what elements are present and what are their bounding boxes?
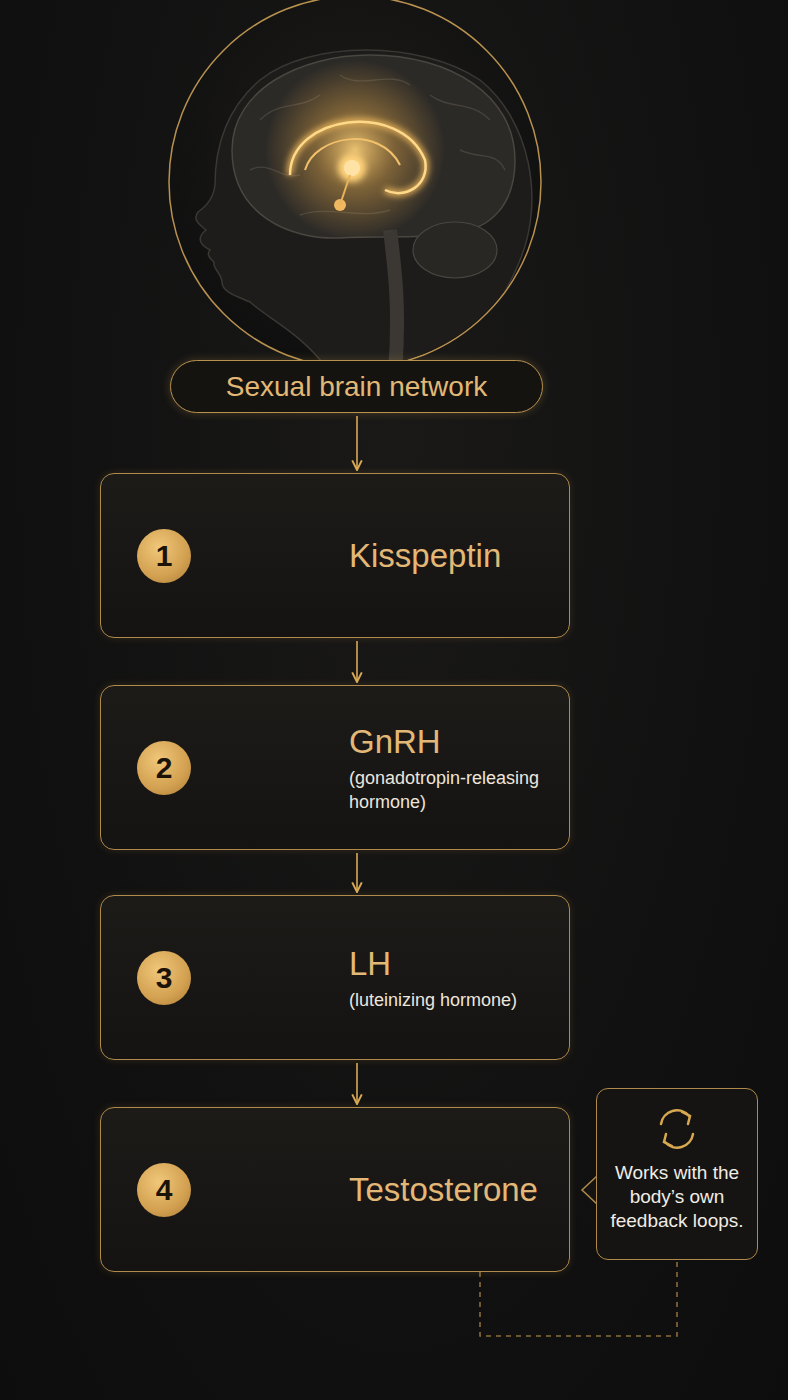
- process-box: 2 GnRH(gonadotropin-releasing hormone): [100, 685, 570, 850]
- process-box: 3 LH (luteinizing hormone): [100, 895, 570, 1060]
- hormone-full-name: (gonadotropin-releasing hormone): [349, 766, 555, 814]
- step-number: 2: [137, 741, 191, 795]
- hormone-name: Testosterone: [349, 1170, 555, 1210]
- network-label-text: Sexual brain network: [226, 371, 487, 403]
- step-number: 3: [137, 951, 191, 1005]
- callout-pointer: [582, 1176, 597, 1204]
- process-box: 1 Kisspeptin: [100, 473, 570, 638]
- flow-arrow: [356, 1063, 358, 1104]
- callout-text: Works with the body’s own feedback loops…: [607, 1161, 747, 1233]
- process-box: 4 Testosterone: [100, 1107, 570, 1272]
- flow-arrow: [356, 641, 358, 682]
- flow-arrow: [356, 416, 358, 470]
- brain-illustration: [169, 0, 541, 372]
- hormone-full-name: (luteinizing hormone): [349, 988, 555, 1012]
- step-number: 4: [137, 1163, 191, 1217]
- flow-arrow: [356, 853, 358, 892]
- hormone-name: GnRH: [349, 722, 555, 762]
- callout-box: Works with the body’s own feedback loops…: [596, 1088, 758, 1260]
- hormone-name: LH: [349, 944, 555, 984]
- network-label: Sexual brain network: [170, 360, 543, 413]
- hormone-name: Kisspeptin: [349, 536, 555, 576]
- step-number: 1: [137, 529, 191, 583]
